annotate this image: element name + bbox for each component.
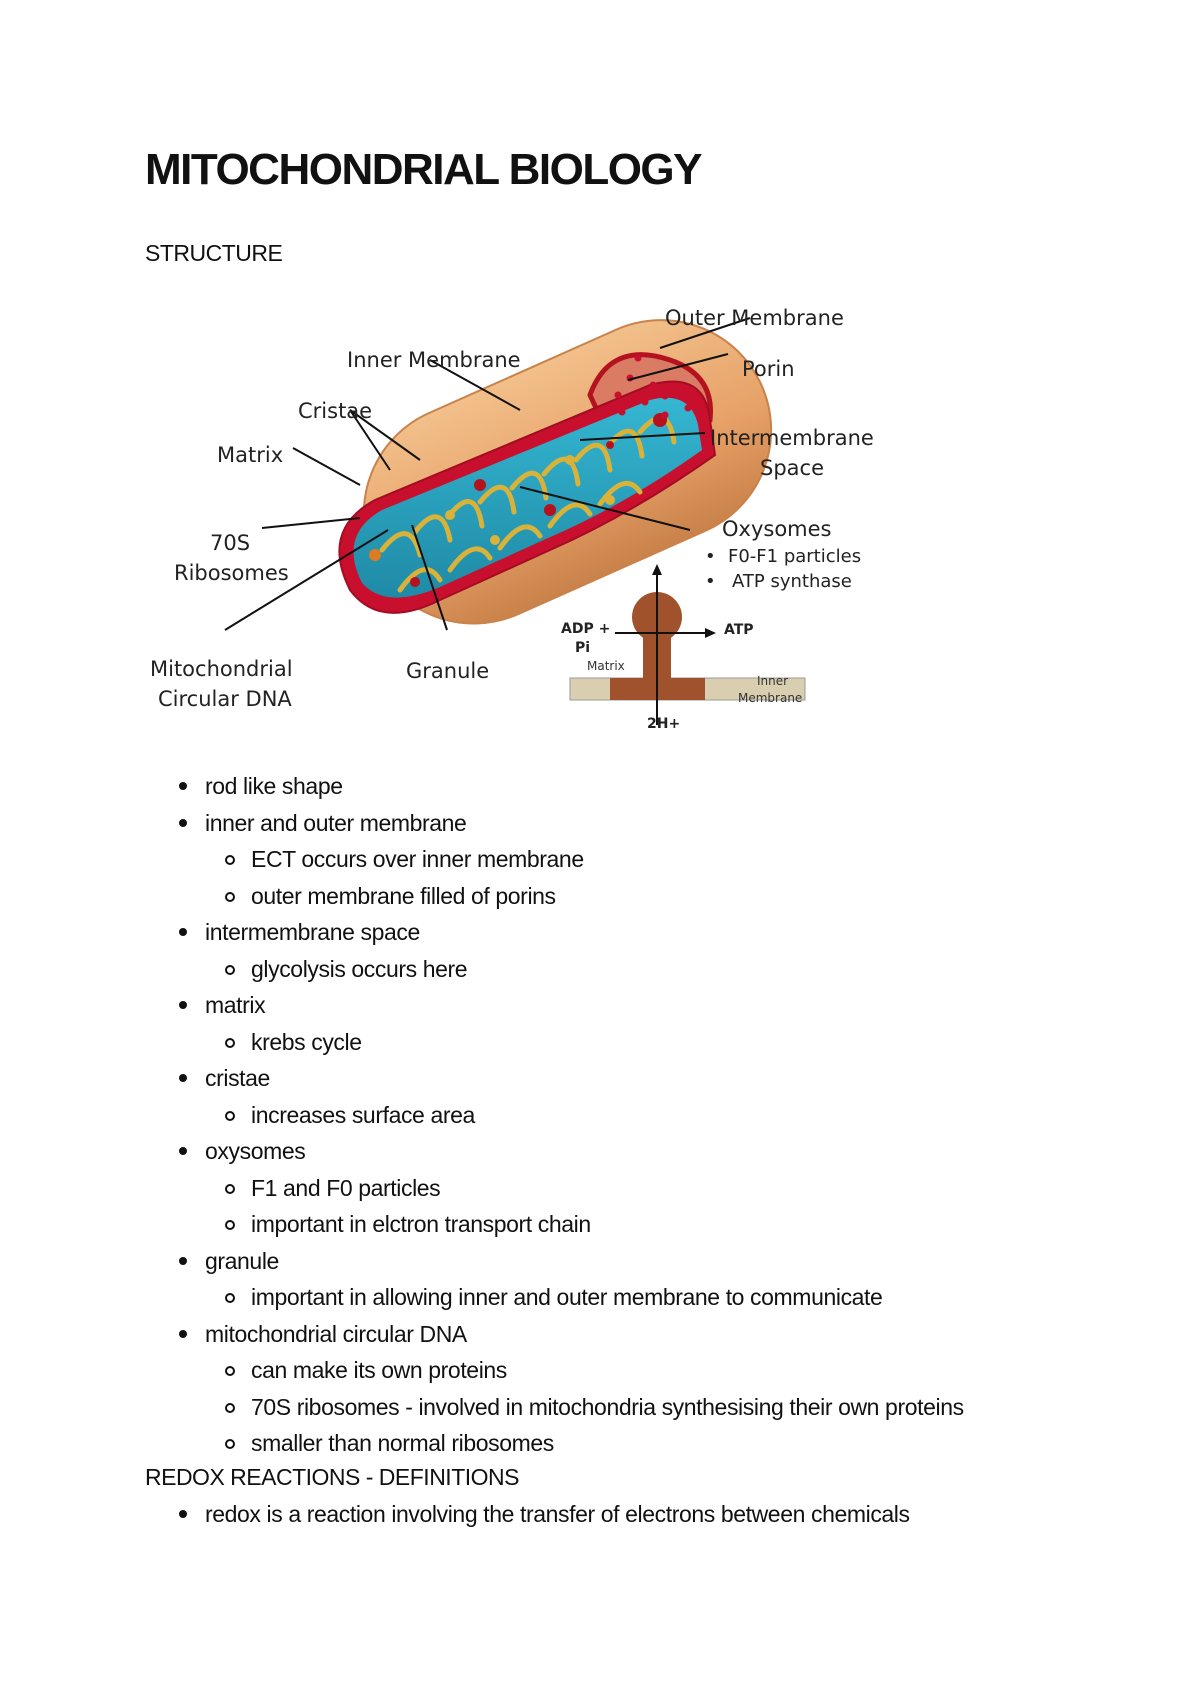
label-mitochondrial: Mitochondrial	[150, 657, 293, 681]
mitochondrion-diagram: Outer Membrane Porin Inner Membrane Cris…	[150, 300, 950, 770]
label-cristae: Cristae	[298, 399, 372, 423]
label-oxysomes: Oxysomes	[722, 517, 832, 541]
inset-matrix: Matrix	[587, 659, 625, 673]
bullet-item: intermembrane space	[0, 914, 964, 951]
label-70s: 70S	[210, 531, 250, 555]
bullet-item: inner and outer membrane	[0, 805, 964, 842]
granules	[369, 413, 667, 587]
label-ribosomes: Ribosomes	[174, 561, 289, 585]
bullet-item: mitochondrial circular DNA	[0, 1316, 964, 1353]
inset-adp: ADP +	[561, 621, 610, 637]
bullet-item: rod like shape	[0, 768, 964, 805]
label-inner-membrane: Inner Membrane	[347, 348, 521, 372]
inset-inner: Inner	[757, 674, 788, 688]
inset-proton: 2H+	[647, 716, 680, 732]
inset-membrane: Membrane	[738, 691, 802, 705]
page-title: MITOCHONDRIAL BIOLOGY	[145, 145, 703, 194]
label-circular-dna: Circular DNA	[158, 687, 292, 711]
sub-bullet-item: important in elctron transport chain	[0, 1206, 964, 1243]
label-oxysome-particles: F0-F1 particles	[728, 546, 861, 567]
bullet-item: oxysomes	[0, 1133, 964, 1170]
oxysome-bullet-dot: •	[705, 546, 716, 567]
sub-bullet-item: outer membrane filled of porins	[0, 878, 964, 915]
sub-bullet-item: F1 and F0 particles	[0, 1170, 964, 1207]
label-intermembrane-space: Space	[760, 456, 824, 480]
sub-bullet-item: krebs cycle	[0, 1024, 964, 1061]
matrix-shape	[353, 397, 702, 598]
inset-pi: Pi	[575, 640, 590, 656]
label-intermembrane: Intermembrane	[710, 426, 874, 450]
label-granule: Granule	[406, 659, 489, 683]
sub-bullet-item: increases surface area	[0, 1097, 964, 1134]
sub-bullet-item: 70S ribosomes - involved in mitochondria…	[0, 1389, 964, 1426]
sub-bullet-item: smaller than normal ribosomes	[0, 1425, 964, 1462]
label-porin: Porin	[742, 357, 795, 381]
sub-bullet-item: important in allowing inner and outer me…	[0, 1279, 964, 1316]
label-oxysome-atp-synthase: ATP synthase	[732, 571, 852, 592]
sub-bullet-item: glycolysis occurs here	[0, 951, 964, 988]
bullet-item: granule	[0, 1243, 964, 1280]
section-heading-redox: REDOX REACTIONS - DEFINITIONS	[145, 1464, 519, 1490]
oxysome-bullet-dot: •	[705, 571, 716, 592]
bullet-item: redox is a reaction involving the transf…	[0, 1496, 910, 1533]
label-matrix: Matrix	[217, 443, 283, 467]
label-outer-membrane: Outer Membrane	[665, 306, 844, 330]
atp-synthase-inset	[569, 564, 806, 725]
sub-bullet-item: ECT occurs over inner membrane	[0, 841, 964, 878]
inset-atp: ATP	[724, 622, 754, 638]
bullet-item: matrix	[0, 987, 964, 1024]
sub-bullet-item: can make its own proteins	[0, 1352, 964, 1389]
pointer-lines	[224, 317, 751, 631]
redox-list: redox is a reaction involving the transf…	[0, 1496, 910, 1533]
section-heading-structure: STRUCTURE	[145, 240, 283, 266]
bullet-item: cristae	[0, 1060, 964, 1097]
